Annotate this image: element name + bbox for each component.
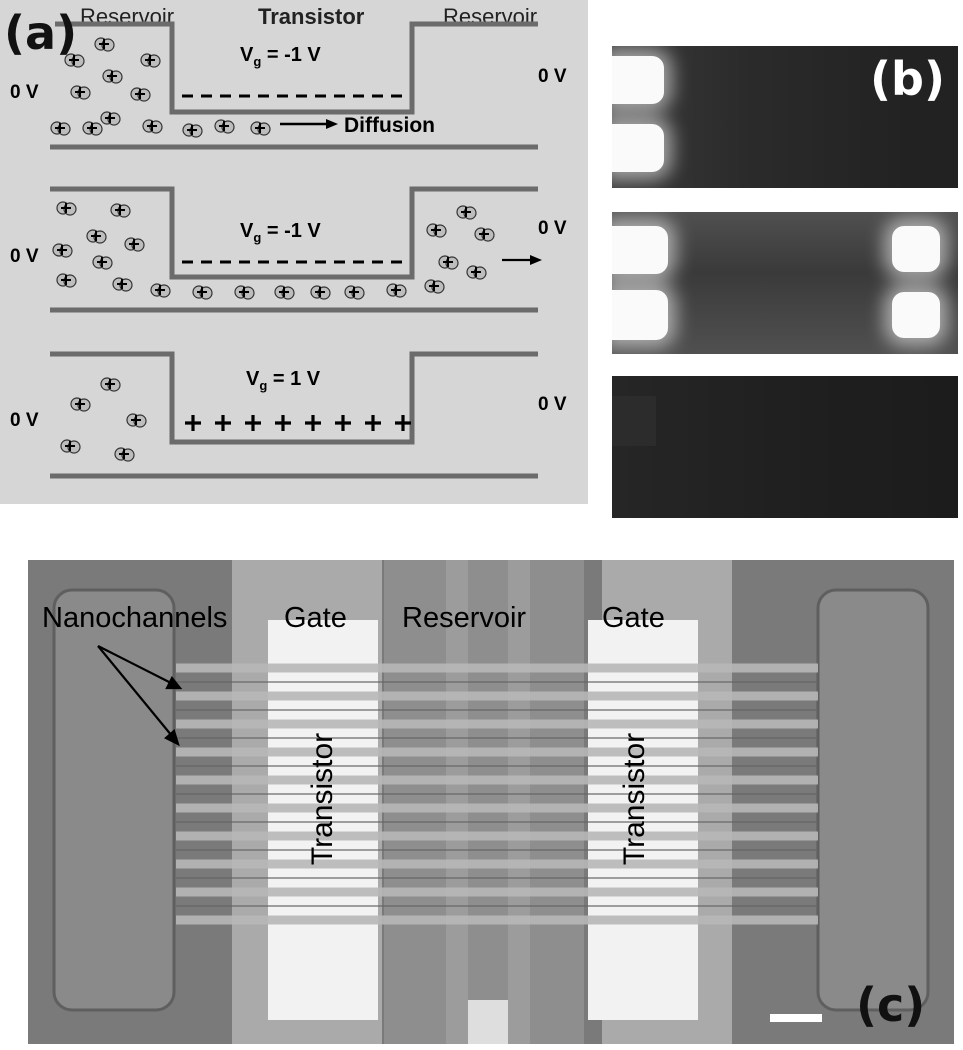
nanochannels-label: Nanochannels [42,602,228,634]
row3-gate-voltage: Vg = 1 V [246,368,321,393]
fluorescence-image-3 [612,376,958,518]
gate-right-label: Gate [602,602,665,634]
nanochannel-pointer-arrows [97,645,183,747]
scale-bar [770,1014,822,1022]
panel-a-schematic: (a) 0 V 0 V Vg = -1 V Diffusion 0 V 0 V … [0,0,588,504]
panel-a-label: (a) [4,6,78,60]
row3-positive-charges [185,415,411,431]
row3-ions [60,377,147,462]
bright-reservoir-spot [612,226,668,274]
panel-b-label: (b) [870,52,945,106]
bright-reservoir-spot [612,290,668,340]
dim-reservoir-spot [612,396,656,446]
row1-channel-walls [50,21,538,150]
reservoir-label: Reservoir [402,602,527,634]
row2-right-voltage: 0 V [538,218,567,239]
row2-gate-voltage: Vg = -1 V [240,220,321,245]
bright-reservoir-spot [612,56,664,104]
panel-c-micrograph: Nanochannels Gate Reservoir Gate Transis… [28,560,954,1044]
gate-left-label: Gate [284,602,347,634]
row2-outflow-arrow [502,255,542,265]
fluorescence-image-1: (b) [612,46,958,188]
bright-reservoir-spot [892,292,940,338]
row2-left-voltage: 0 V [10,246,39,267]
row2-ions [52,201,495,300]
row1-gate-voltage: Vg = -1 V [240,44,321,69]
bright-reservoir-spot [612,124,664,172]
row3-right-voltage: 0 V [538,394,567,415]
header-transistor: Transistor [258,4,365,29]
row1-right-voltage: 0 V [538,66,567,87]
row3-left-voltage: 0 V [10,410,39,431]
fluorescence-image-2 [612,212,958,354]
panel-c-drawing [28,560,954,1044]
transistor-right-label: Transistor [618,732,651,866]
row3-channel-walls [50,351,538,479]
row1-ions [50,37,271,138]
row2-channel-walls [50,186,538,313]
panel-c-label: (c) [856,978,926,1032]
bright-reservoir-spot [892,226,940,272]
row1-diffusion-arrow [280,119,338,129]
panel-a-drawing [50,21,542,479]
transistor-left-label: Transistor [306,732,339,866]
row1-left-voltage: 0 V [10,82,39,103]
diffusion-label: Diffusion [344,114,435,137]
